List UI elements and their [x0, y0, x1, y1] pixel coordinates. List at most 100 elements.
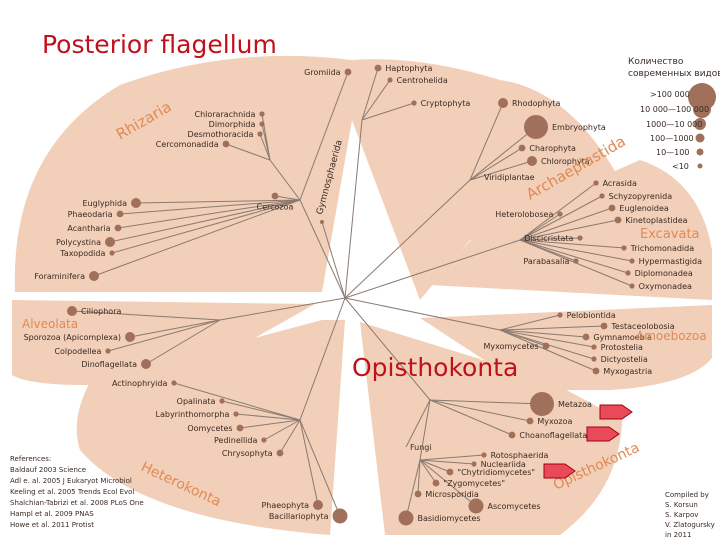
taxon-label-centrohelida: Centrohelida: [397, 76, 448, 85]
node-dinoflagellata: [141, 359, 151, 369]
credits: Compiled by S. Korsun S. Karpov V. Zlato…: [665, 491, 715, 539]
node-polycystina: [105, 237, 115, 247]
branch-protostelia: [499, 329, 595, 348]
branch-heterolobosea: [519, 213, 561, 241]
branch-basidiomycetes: [405, 459, 421, 519]
sector-rhizaria: [14, 55, 352, 292]
legend-title-1: Количество: [628, 57, 684, 67]
node-chlorophyta: [527, 156, 537, 166]
node-bacillariophyta: [332, 508, 348, 524]
node-kinetoplastidea: [614, 216, 622, 224]
branch-pedinellida: [263, 419, 301, 441]
taxon-label-pelobiontida: Pelobiontida: [567, 311, 616, 320]
branch-sporozoa-apicomplexa: [129, 319, 221, 338]
taxon-label-euglyphida: Euglyphida: [82, 199, 127, 208]
node-euglenoidea: [608, 204, 616, 212]
branch-microsporidia: [417, 459, 421, 495]
branch-kinetoplastidea: [519, 219, 619, 241]
node-opalinata: [219, 398, 225, 404]
taxon-label-phaeodaria: Phaeodaria: [68, 210, 113, 219]
node-nucleariida: [471, 461, 477, 467]
group-label-alveolata: Alveolata: [22, 317, 78, 331]
node-zygomycetes: [432, 479, 440, 487]
branch-hub-opi: [344, 297, 431, 401]
sector-heterokonta: [76, 320, 346, 535]
taxon-label-acantharia: Acantharia: [67, 224, 110, 233]
reference-6: Howe et al. 2011 Protist: [10, 521, 94, 529]
node-actinophryida: [171, 380, 177, 386]
node-cercomonadida: [222, 140, 230, 148]
branch-acantharia: [117, 199, 301, 229]
branch-cercozoa: [274, 195, 301, 201]
taxon-label-hypermastigida: Hypermastigida: [639, 257, 703, 266]
highlight-arrows: [543, 404, 633, 479]
branch-pelobiontida: [499, 314, 561, 331]
node-gymnamoebia: [582, 333, 590, 341]
branch-hub-alv: [219, 297, 346, 321]
branch-hub-amo: [344, 297, 501, 331]
taxon-label-dinoflagellata: Dinoflagellata: [81, 360, 137, 369]
taxon-label-metazoa: Metazoa: [558, 400, 592, 409]
legend-item-1: >100 000: [650, 90, 690, 99]
node-pedinellida: [261, 437, 267, 443]
sector-hapto-crypto: [352, 59, 500, 300]
node-testaceolobosia: [600, 322, 608, 330]
branch-gromiida: [299, 71, 349, 201]
branch-phaeophyta: [299, 419, 319, 506]
sector-alveolata: [12, 300, 315, 385]
branch-schyzopyrenida: [519, 195, 603, 241]
taxon-label-protostelia: Protostelia: [601, 343, 643, 352]
taxon-label-schyzopyrenida: Schyzopyrenida: [609, 192, 673, 201]
taxon-label-embryophyta: Embryophyta: [552, 123, 606, 132]
node-myxogastria: [592, 367, 600, 375]
group-label-amoebozoa: Amoebozoa: [636, 329, 707, 343]
branch-cryptophyta: [361, 102, 415, 121]
node-embryophyta: [524, 115, 548, 139]
taxon-label-testaceolobosia: Testaceolobosia: [610, 322, 674, 331]
node-gymnosphaerida: [320, 220, 324, 224]
credit-1: Compiled by: [665, 491, 709, 499]
legend-swatch-3: [694, 118, 706, 130]
branch-rhodophyta: [469, 102, 504, 181]
taxon-label-kinetoplastidea: Kinetoplastidea: [625, 216, 687, 225]
branch-oomycetes: [239, 419, 301, 429]
branch-discicristata: [519, 237, 581, 241]
taxon-label-opalinata: Opalinata: [177, 397, 216, 406]
arrow-chytridiomycetes-icon: [543, 463, 576, 479]
branch-centrohelida: [361, 79, 391, 121]
legend-swatch-4: [695, 133, 705, 143]
branch-dinoflagellata: [145, 319, 221, 365]
branch-chytridiomycetes: [419, 459, 451, 473]
node-acantharia: [114, 224, 122, 232]
node-dictyostelia: [591, 356, 597, 362]
taxon-label-sporozoa-apicomplexa: Sporozoa (Apicomplexa): [24, 333, 121, 342]
branch-myxozoa: [429, 399, 531, 422]
taxon-label-colpodellea: Colpodellea: [54, 347, 101, 356]
node-trichomonadida: [621, 245, 627, 251]
node-layer: [67, 64, 635, 526]
credit-4: V. Zlatogursky: [665, 521, 715, 529]
arrow-choanoflagellata-icon: [586, 426, 620, 442]
node-centrohelida: [387, 77, 393, 83]
node-haptophyta: [374, 64, 382, 72]
node-foraminifera: [89, 271, 99, 281]
reference-2: Adl e. al. 2005 J Eukaryot Microbiol: [10, 477, 132, 485]
branch-colpodellea: [107, 319, 221, 352]
branch-layer: [71, 67, 633, 519]
credit-2: S. Korsun: [665, 501, 698, 509]
taxon-label-haptophyta: Haptophyta: [385, 64, 432, 73]
branch-nucleariida: [419, 459, 475, 465]
node-pelobiontida: [557, 312, 563, 318]
node-microsporidia: [414, 490, 422, 498]
taxon-label-labyrinthomorpha: Labyrinthomorpha: [156, 410, 230, 419]
branch-viridiplantae: [469, 176, 481, 181]
sector-archaeplastida: [420, 80, 620, 300]
legend-swatch-5: [696, 148, 704, 156]
branch-fungi: [405, 399, 431, 448]
node-euglyphida: [131, 198, 141, 208]
taxon-label-chytridiomycetes: "Chytridiomycetes": [457, 468, 535, 477]
taxon-label-polycystina: Polycystina: [56, 238, 101, 247]
node-phaeophyta: [313, 500, 323, 510]
branch-chrysophyta: [279, 419, 301, 454]
legend-item-2: 10 000—100 000: [640, 105, 709, 114]
